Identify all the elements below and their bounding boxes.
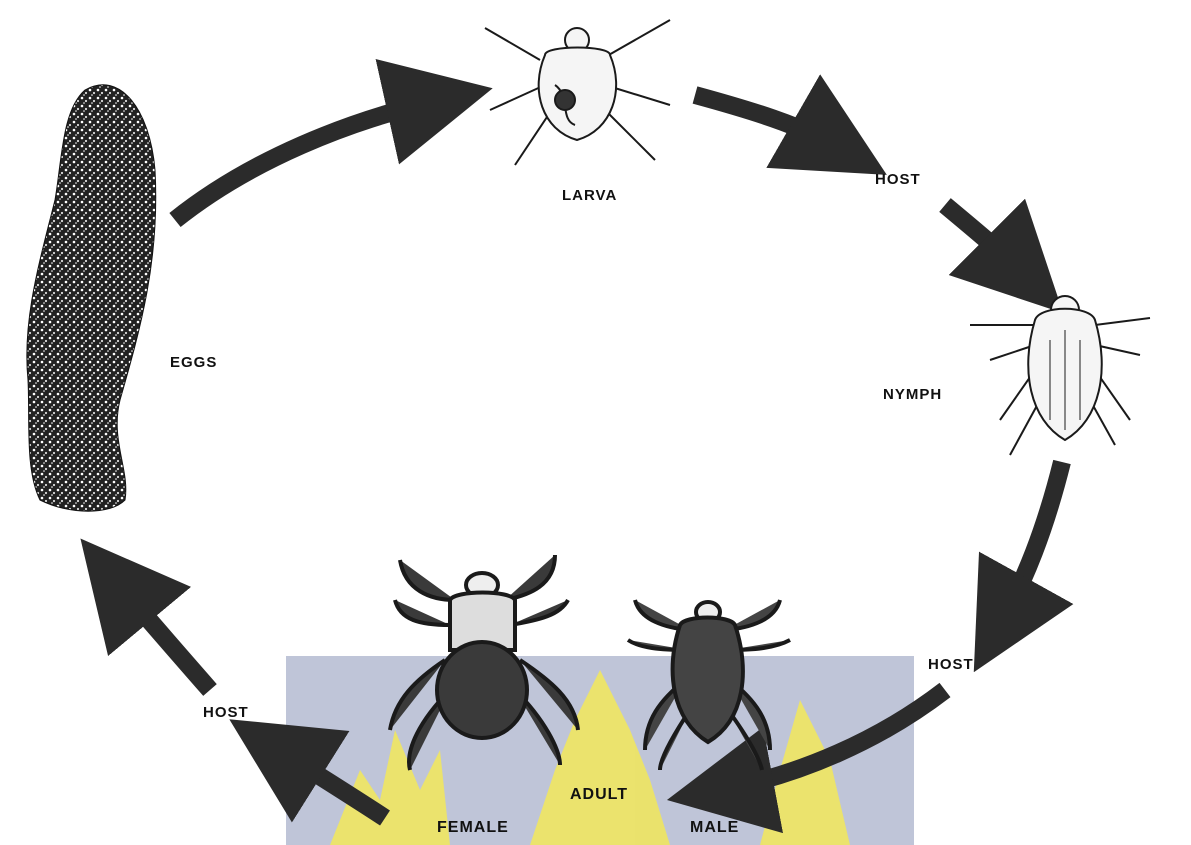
label-adult: ADULT: [570, 786, 628, 804]
label-eggs: EGGS: [170, 354, 217, 371]
label-female: FEMALE: [437, 819, 509, 837]
egg-mass-icon: [27, 85, 156, 511]
label-host-1: HOST: [875, 171, 921, 188]
label-host-3: HOST: [203, 704, 249, 721]
arrow-larva-to-host: [695, 95, 840, 148]
nymph-tick-icon: [970, 296, 1150, 455]
label-nymph: NYMPH: [883, 386, 942, 403]
label-male: MALE: [690, 819, 739, 837]
arrow-eggs-to-larva: [175, 100, 440, 220]
female-tick-icon: [390, 555, 578, 770]
arrow-host-to-nymph: [945, 205, 1025, 275]
label-host-2: HOST: [928, 656, 974, 673]
arrow-host-to-eggs: [115, 580, 210, 690]
arrow-nymph-to-host: [1000, 462, 1062, 625]
label-larva: LARVA: [562, 187, 617, 204]
male-tick-icon: [628, 600, 790, 770]
larva-tick-icon: [485, 20, 670, 165]
